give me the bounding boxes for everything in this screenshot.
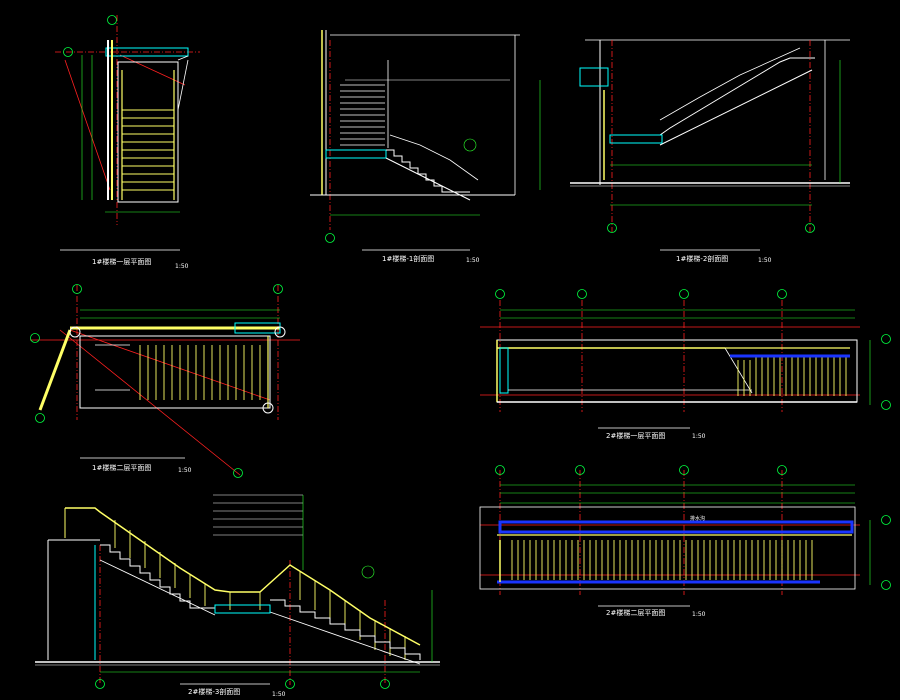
- view-stair1-section-2: 1#楼梯-2剖面图 1:50: [570, 39, 850, 264]
- view-stair1-upper-plan: 1#楼梯二层平面图 1:50: [30, 284, 300, 478]
- view-title: 1#楼梯-1剖面图: [382, 254, 434, 263]
- view-scale: 1:50: [272, 691, 286, 698]
- view-title: 2#楼梯-3剖面图: [188, 687, 240, 696]
- view-stair1-section-1: 1#楼梯-1剖面图 1:50: [310, 30, 541, 264]
- view-title: 1#楼梯-2剖面图: [676, 254, 728, 263]
- view-stair2-ground-plan: 2#楼梯一层平面图 1:50: [480, 289, 891, 440]
- view-stair2-section-3: 2#楼梯-3剖面图 1:50: [35, 494, 440, 698]
- view-title: 1#楼梯一层平面图: [92, 257, 151, 266]
- view-scale: 1:50: [692, 611, 706, 618]
- view-scale: 1:50: [466, 257, 480, 264]
- view-title: 1#楼梯二层平面图: [92, 463, 151, 472]
- view-stair2-upper-plan: 排水沟 2#楼梯二层平面图 1:50: [479, 465, 891, 618]
- view-scale: 1:50: [692, 433, 706, 440]
- view-scale: 1:50: [175, 263, 189, 270]
- view-stair1-ground-plan: 1#楼梯一层平面图 1:50: [55, 15, 200, 270]
- view-scale: 1:50: [758, 257, 772, 264]
- view-scale: 1:50: [178, 467, 192, 474]
- drainage-ditch-label: 排水沟: [690, 515, 705, 522]
- view-title: 2#楼梯一层平面图: [606, 431, 665, 440]
- view-title: 2#楼梯二层平面图: [606, 608, 665, 617]
